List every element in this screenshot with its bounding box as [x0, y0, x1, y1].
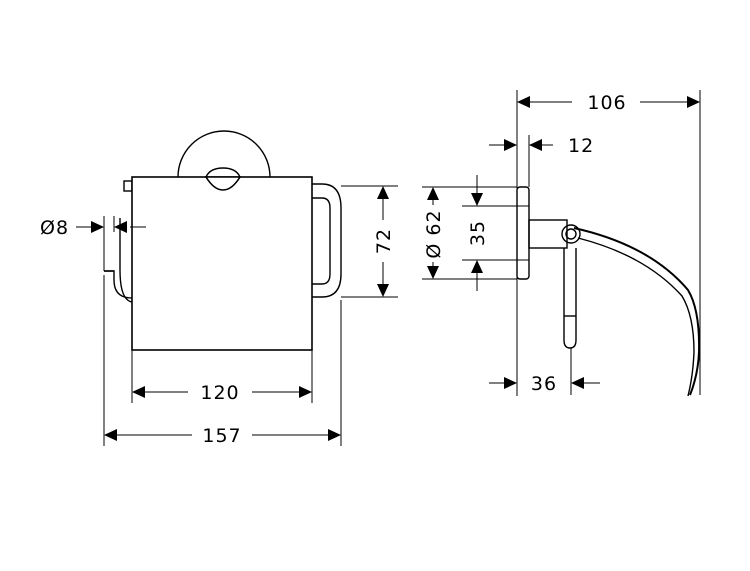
dim-cover-height-label: 72: [373, 228, 395, 254]
dim-pin-diameter: Ø8: [40, 216, 146, 271]
side-pivot-inner: [565, 228, 577, 240]
front-left-arm: [119, 218, 133, 303]
dim-overall-width-label: 157: [202, 425, 241, 447]
front-view: [104, 130, 342, 351]
side-rosette: [516, 186, 530, 280]
side-hanging-pin: [563, 248, 577, 349]
side-view: [516, 90, 701, 397]
dim-cover-width: 120: [131, 300, 313, 404]
front-right-bar: [312, 183, 342, 298]
front-hinge-stub: [123, 180, 133, 192]
dim-overall-width: 157: [103, 275, 342, 447]
dim-mount-height: 35: [462, 175, 529, 291]
dim-pin-diameter-label: Ø8: [40, 217, 69, 239]
side-mount-arm: [528, 219, 568, 249]
front-rosette: [177, 130, 271, 178]
front-clip-front: [204, 176, 242, 191]
dim-mount-height-label: 35: [467, 220, 489, 246]
dim-rosette-diameter: Ø 62: [422, 186, 517, 280]
front-cover-plate: [131, 176, 313, 351]
front-left-arm-inner: [104, 270, 133, 299]
dim-cover-height: 72: [341, 185, 398, 298]
side-cover-flap: [573, 227, 701, 396]
dim-rosette-depth-label: 12: [568, 135, 594, 157]
dim-rosette-depth: 12: [489, 135, 594, 187]
side-pivot-outer: [561, 224, 581, 244]
dim-overall-depth-label: 106: [587, 92, 626, 114]
dim-rosette-diameter-label: Ø 62: [423, 209, 445, 258]
dim-overall-depth: 106: [517, 90, 701, 395]
dim-cover-width-label: 120: [200, 382, 239, 404]
dim-arm-offset: 36: [489, 348, 600, 395]
side-cover-flap-inner: [577, 237, 695, 397]
front-right-bar-inner: [312, 197, 331, 285]
dim-arm-offset-label: 36: [531, 373, 557, 395]
